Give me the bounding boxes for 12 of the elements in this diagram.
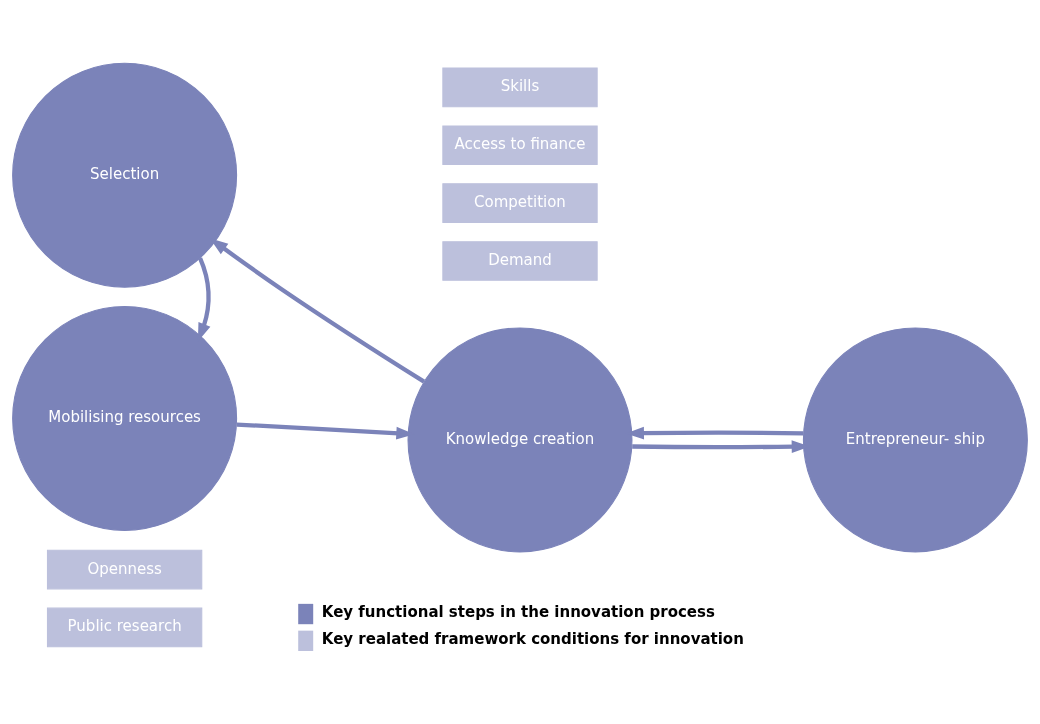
legend-label: Key realated framework conditions for innovation xyxy=(321,629,744,648)
node-box: Public research xyxy=(46,607,203,647)
node-box: Access to finance xyxy=(442,124,598,165)
legend-label: Key functional steps in the innovation process xyxy=(321,602,715,621)
node-box: Skills xyxy=(442,67,598,107)
node-circle: Knowledge creation xyxy=(407,326,633,552)
node-box: Openness xyxy=(46,549,203,589)
node-circle: Entrepreneur- ship xyxy=(802,326,1028,552)
node-box: Competition xyxy=(442,182,598,223)
node-circle: Mobilising resources xyxy=(12,305,238,531)
node-circle: Selection xyxy=(12,62,238,288)
node-box: Demand xyxy=(442,240,598,281)
